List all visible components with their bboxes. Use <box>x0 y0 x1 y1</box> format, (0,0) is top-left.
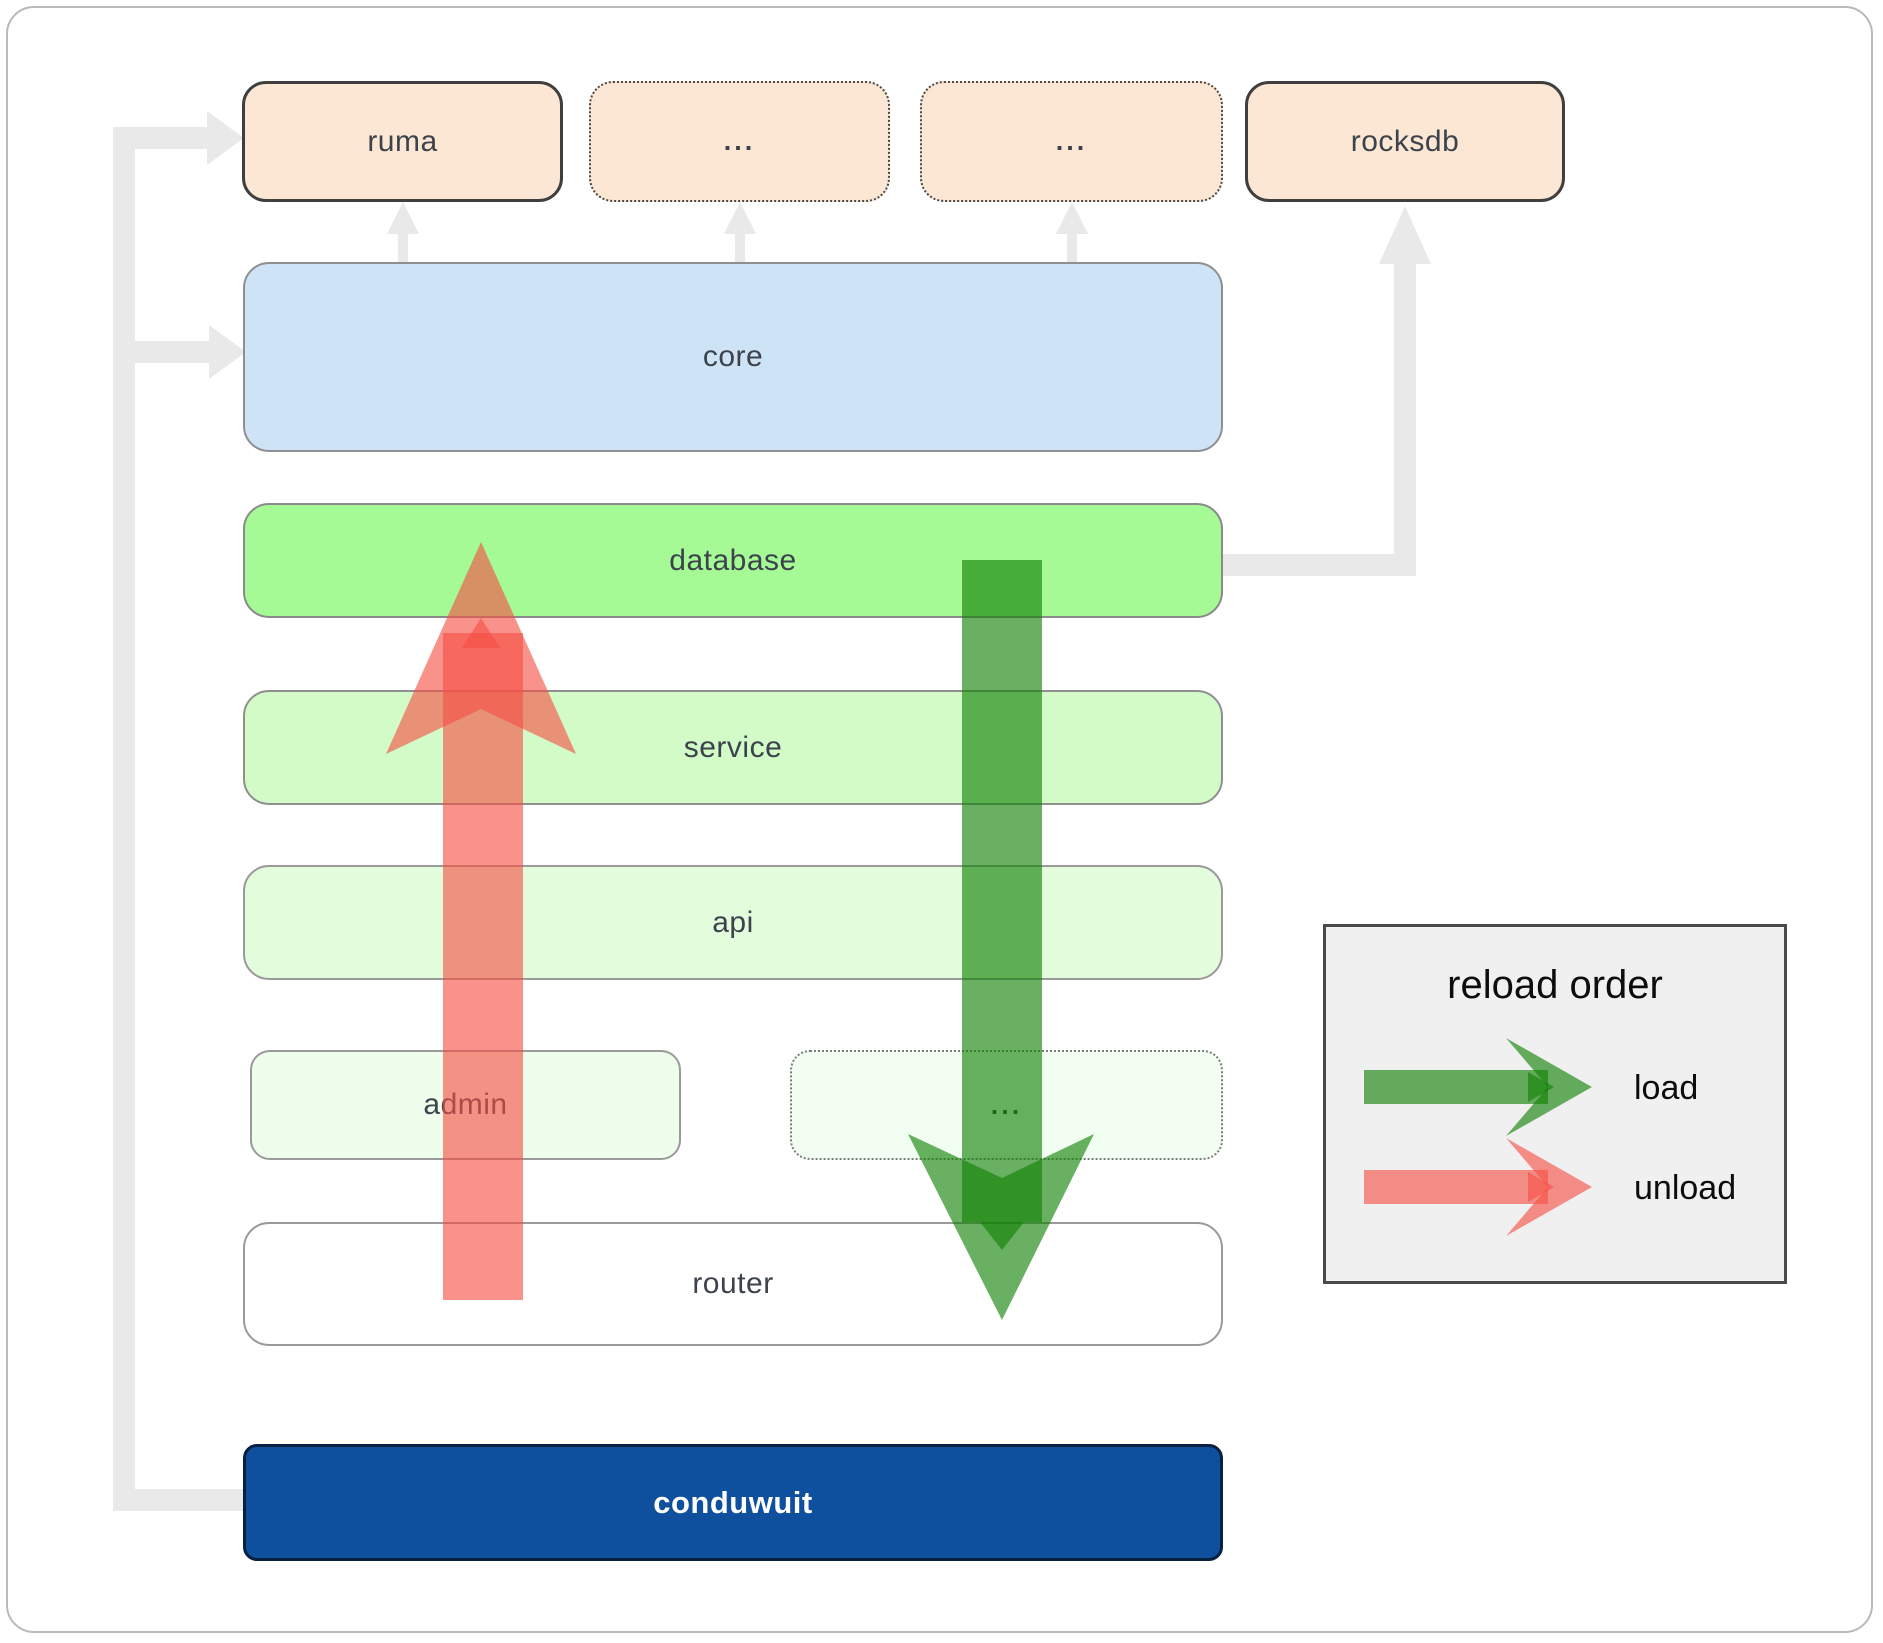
node-ellipsis-top-1: ... <box>589 81 890 202</box>
legend-box: reload order load unload <box>1323 924 1787 1284</box>
layer-conduwuit-label: conduwuit <box>653 1484 813 1520</box>
layer-ellipsis-label: ... <box>990 1089 1023 1120</box>
node-ruma: ruma <box>242 81 563 202</box>
layer-admin-label: admin <box>423 1088 508 1121</box>
outer-frame <box>6 6 1873 1633</box>
layer-api: api <box>243 865 1223 980</box>
node-rocksdb-label: rocksdb <box>1350 124 1460 158</box>
layer-router: router <box>243 1222 1223 1346</box>
legend-title: reload order <box>1447 963 1663 1007</box>
layer-conduwuit: conduwuit <box>243 1444 1223 1561</box>
layer-router-label: router <box>692 1267 774 1300</box>
layer-database: database <box>243 503 1223 618</box>
layer-core-label: core <box>702 340 764 373</box>
node-ellipsis-label: ... <box>723 126 756 156</box>
layer-service: service <box>243 690 1223 805</box>
legend-load-label: load <box>1634 1069 1699 1107</box>
node-ellipsis-label: ... <box>1055 126 1088 156</box>
layer-ellipsis-bottom: ... <box>790 1050 1223 1160</box>
node-rocksdb: rocksdb <box>1245 81 1565 202</box>
layer-database-label: database <box>669 543 797 577</box>
node-ruma-label: ruma <box>367 124 438 158</box>
legend-unload-label: unload <box>1634 1169 1737 1207</box>
layer-service-label: service <box>683 730 783 764</box>
layer-api-label: api <box>712 905 754 939</box>
layer-core: core <box>243 262 1223 452</box>
node-ellipsis-top-2: ... <box>920 81 1223 202</box>
layer-admin: admin <box>250 1050 681 1160</box>
